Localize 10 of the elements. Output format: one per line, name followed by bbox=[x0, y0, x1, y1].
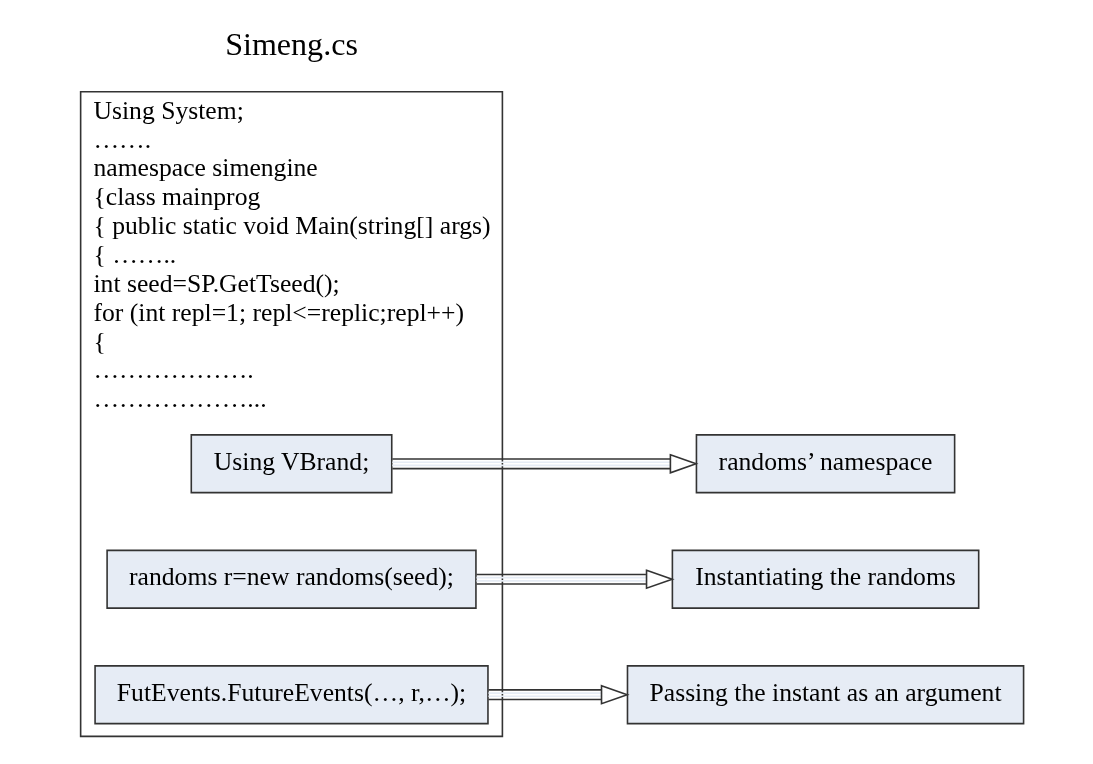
node-box: randoms’ namespace bbox=[695, 434, 956, 494]
node-box: Instantiating the randoms bbox=[671, 549, 980, 609]
node-box: randoms r=new randoms(seed); bbox=[106, 549, 477, 609]
label: Simeng.cs bbox=[225, 25, 358, 62]
node-box: FutEvents.FutureEvents(…, r,…); bbox=[94, 665, 489, 725]
arrow bbox=[487, 684, 630, 705]
node-box: Using VBrand; bbox=[190, 434, 393, 494]
arrow bbox=[475, 569, 675, 590]
arrow bbox=[391, 453, 699, 474]
node-box: Passing the instant as an argument bbox=[626, 665, 1025, 725]
